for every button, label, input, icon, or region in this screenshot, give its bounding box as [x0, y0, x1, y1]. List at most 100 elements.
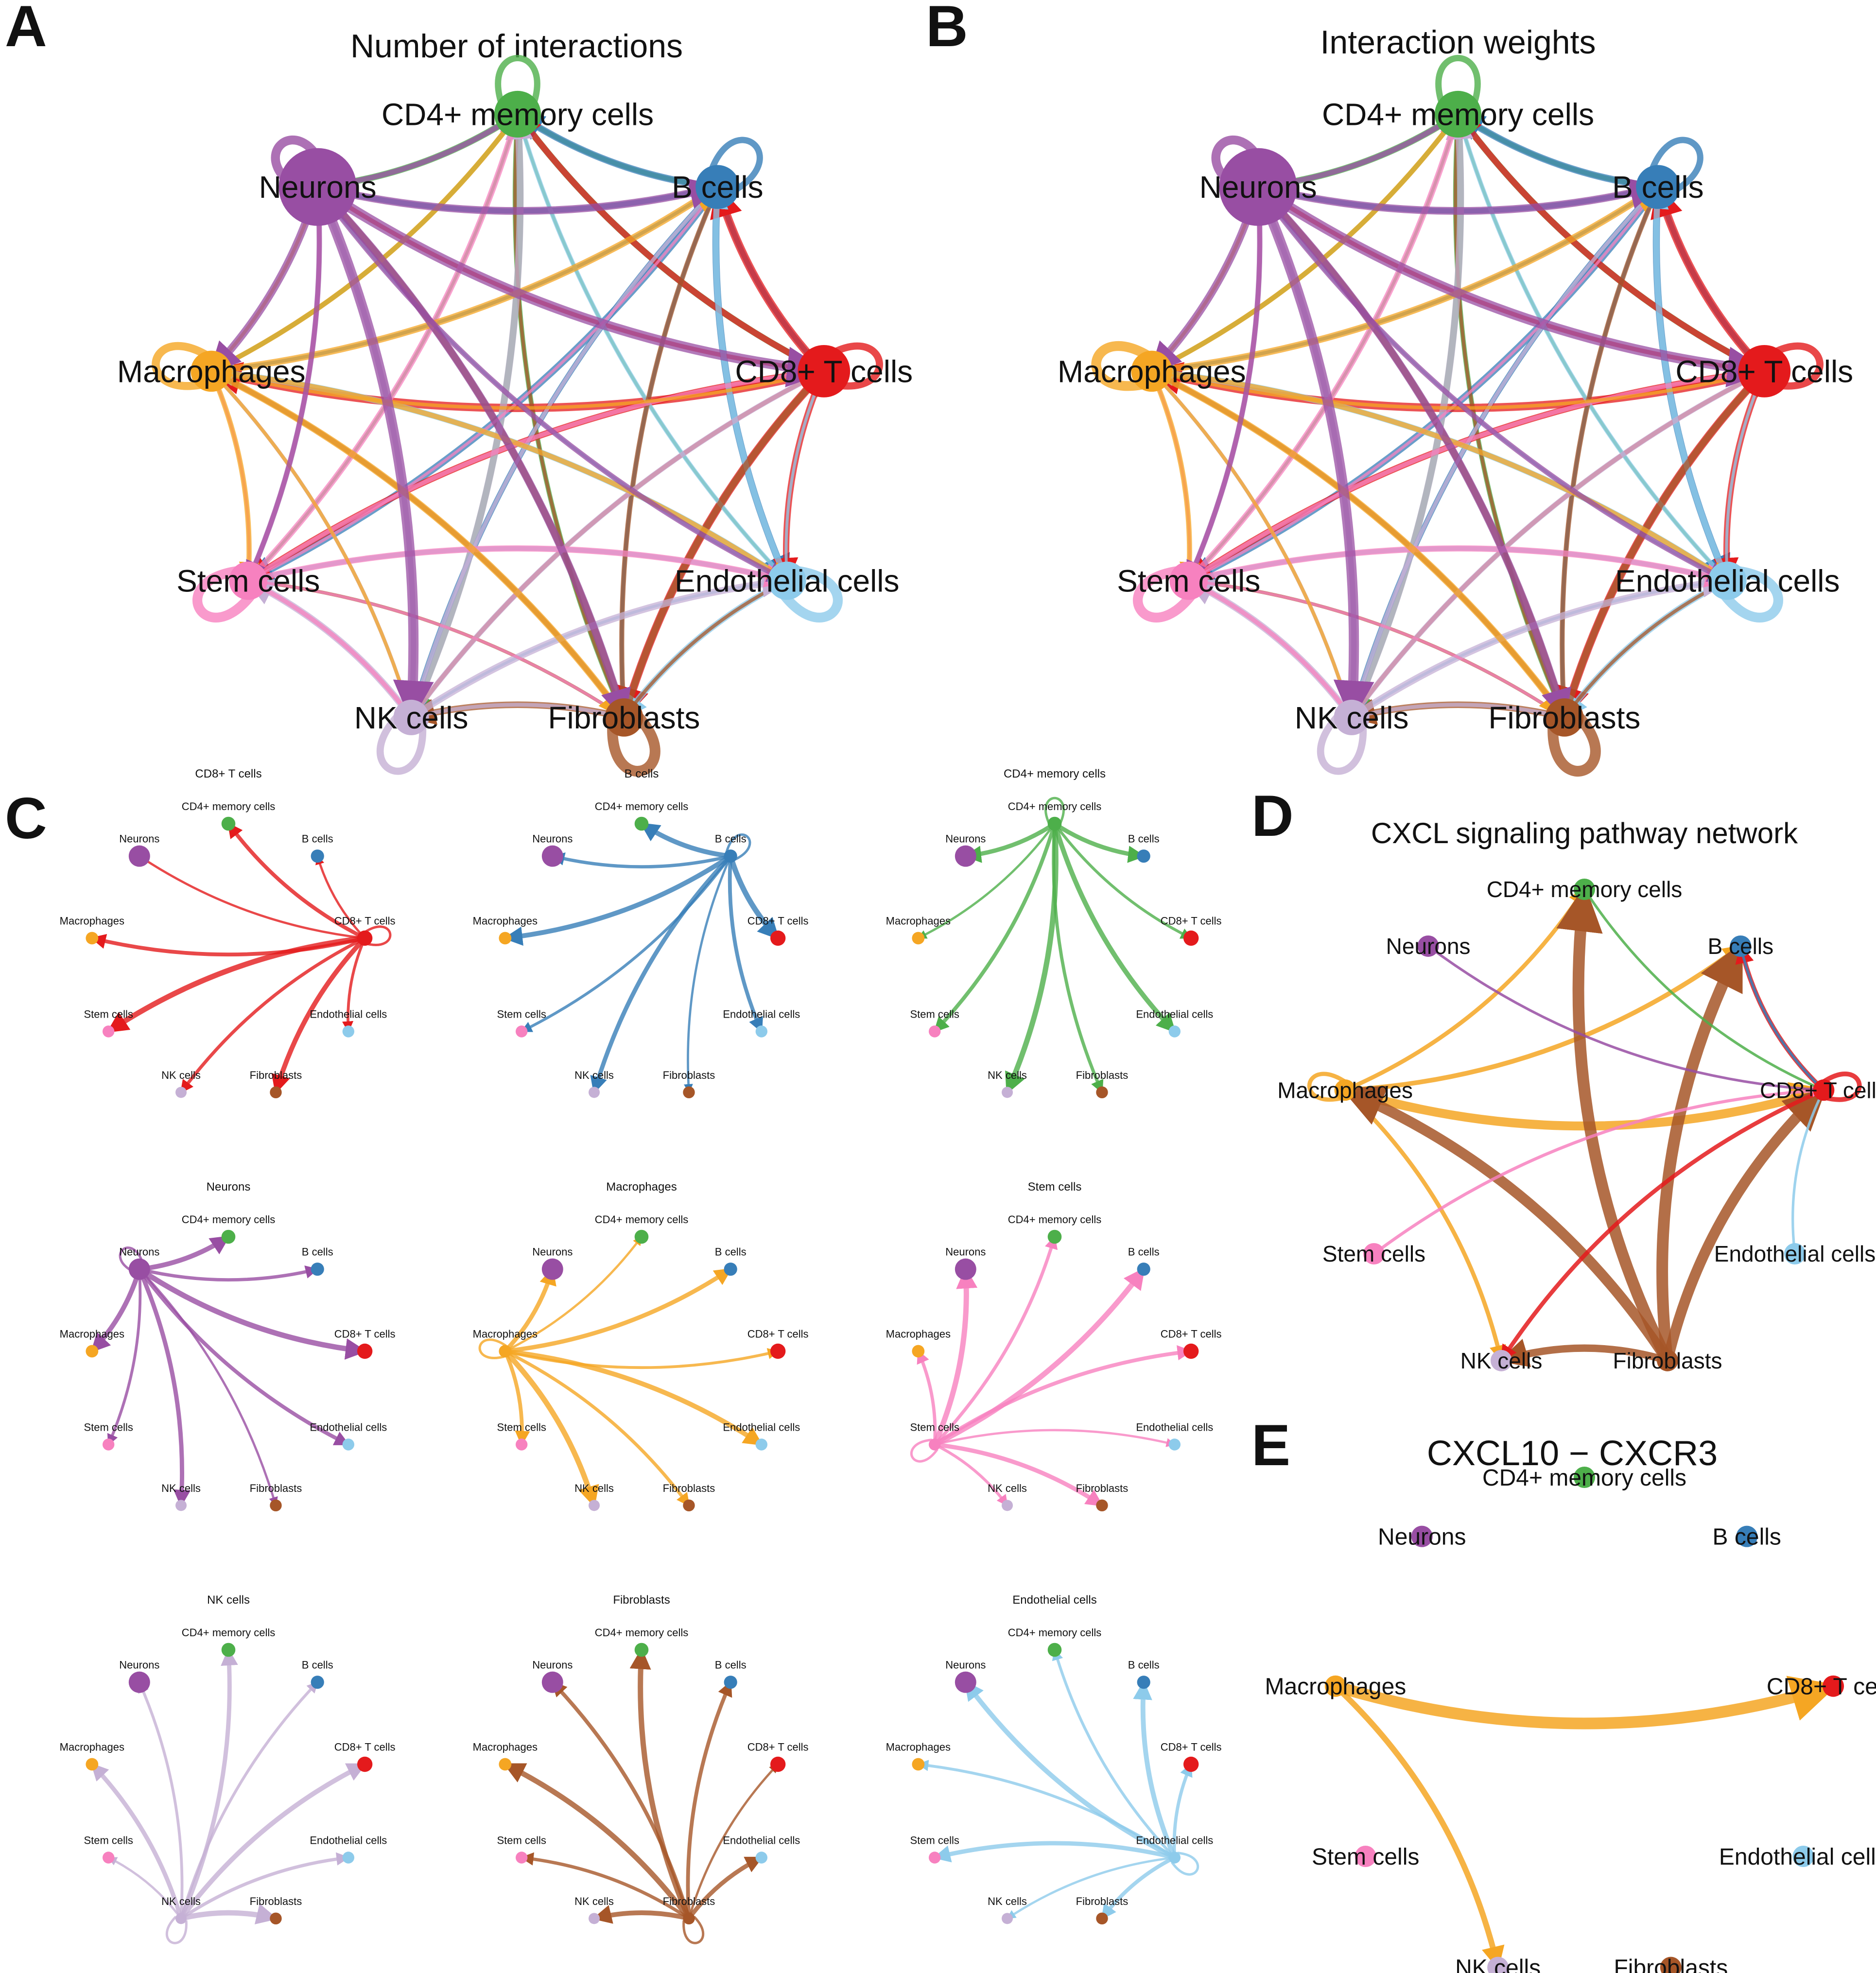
panel-d-edge-fibroblasts-to-nk-cells [1498, 1338, 1669, 1367]
panel-b-edge-neurons-to-nk-cells [1253, 185, 1374, 722]
panel-d-edge-b-cells-to-cd8-t-cells [1739, 946, 1825, 1091]
subplot-label-neurons: Neurons [945, 833, 986, 845]
panel-d-edge-stem-cells-to-cd8-t-cells [1373, 1084, 1825, 1255]
panel-d-edge-fibroblasts-to-cd8-t-cells [1662, 1086, 1827, 1362]
subplot-label-macrophages: Macrophages [886, 915, 951, 927]
panel-d-title: CXCL signaling pathway network [1371, 817, 1798, 849]
subplot-node-cd4-memory-cells [221, 816, 236, 831]
panel-e-edge-macrophages-to-cd8-t-cells [1334, 1676, 1838, 1730]
subplot-edge-neurons-to-nk-cells [137, 1268, 191, 1507]
panel-b-edge-stem-cells-to-nk-cells [1187, 578, 1354, 719]
panel-d-nodes [1334, 879, 1835, 1371]
panel-b-edge-nk-cells-to-fibroblasts [1351, 703, 1566, 722]
panel-a-edge-neurons-to-cd8-t-cells [314, 182, 828, 388]
subplot-label-endothelial-cells: Endothelial cells [310, 1421, 387, 1434]
subplot-self-loop-b-cells [725, 833, 751, 861]
subplot-label-neurons: Neurons [532, 833, 573, 845]
subplot-label-endothelial-cells: Endothelial cells [1136, 1421, 1213, 1434]
subplot-title-macrophages: Macrophages [606, 1180, 677, 1194]
panel-a-nodes [191, 90, 851, 737]
panel-a-node-endothelial-cells [767, 561, 806, 600]
subplot-node-cd8-t-cells [770, 1756, 786, 1772]
subplot-node-neurons [541, 1671, 563, 1693]
subplot-edge-endothelial-cells-to-stem-cells [933, 1841, 1175, 1863]
subplot-edge-nk-cells-to-stem-cells [107, 1856, 182, 1920]
subplot-edge-fibroblasts-to-macrophages [503, 1762, 691, 1921]
panel-b-edge-stem-cells-to-fibroblasts [1188, 579, 1565, 719]
subplot-node-nk-cells [175, 1500, 187, 1511]
subplot-label-fibroblasts: Fibroblasts [1076, 1895, 1129, 1907]
subplot-label-fibroblasts: Fibroblasts [663, 1069, 715, 1081]
subplot-node-macrophages [912, 932, 925, 945]
subplot-label-neurons: Neurons [119, 1659, 159, 1671]
subplot-label-cd4-memory-cells: CD4+ memory cells [595, 1627, 689, 1639]
subplot-edge-cd4-memory-cells-to-b-cells [1053, 822, 1146, 863]
panel-a-edge-nk-cells-to-fibroblasts [411, 703, 625, 722]
subplot-label-cd8-t-cells: CD8+ T cells [747, 915, 809, 927]
panel-b-self-loop-cd4-memory-cells [1435, 55, 1481, 116]
panel-b-edge-stem-cells-to-b-cells [1188, 186, 1659, 582]
subplot-edge-nk-cells-to-fibroblasts [180, 1904, 278, 1924]
panel-b-label-nk-cells: NK cells [1295, 700, 1409, 735]
subplot-edge-b-cells-to-nk-cells [590, 854, 732, 1094]
subplot-label-neurons: Neurons [945, 1246, 986, 1258]
panel-a-self-loop-macrophages [152, 342, 216, 390]
subplot-node-fibroblasts [270, 1912, 282, 1925]
subplot-self-loop-stem-cells [910, 1438, 938, 1463]
subplot-label-fibroblasts: Fibroblasts [1076, 1482, 1129, 1494]
subplot-edge-cd4-memory-cells-to-fibroblasts [1052, 823, 1104, 1094]
subplot-node-endothelial-cells [1168, 1438, 1181, 1451]
panel-b-label-macrophages: Macrophages [1058, 354, 1246, 389]
panel-d-edges [1307, 884, 1862, 1367]
subplot-self-loop-cd8-t-cells [363, 925, 392, 946]
panel-a-label-neurons: Neurons [259, 170, 377, 205]
subplot-node-cd4-memory-cells [1047, 1229, 1062, 1244]
subplot-edge-endothelial-cells-to-fibroblasts [1100, 1856, 1176, 1920]
subplot-edge-neurons-to-cd8-t-cells [138, 1267, 367, 1360]
panel-letter-d: D [1251, 783, 1294, 848]
panel-a-label-b-cells: B cells [672, 170, 764, 205]
subplot-node-fibroblasts [1096, 1499, 1108, 1512]
subplot-label-macrophages: Macrophages [473, 1741, 538, 1753]
subplot-self-loop-endothelial-cells [1171, 1852, 1199, 1876]
subplot-node-neurons [541, 1258, 563, 1280]
subplot-label-b-cells: B cells [302, 1246, 333, 1258]
subplot-label-b-cells: B cells [715, 833, 747, 845]
panel-e-label-macrophages: Macrophages [1265, 1674, 1406, 1700]
subplot-label-cd8-t-cells: CD8+ T cells [334, 1328, 396, 1340]
subplot-label-cd4-memory-cells: CD4+ memory cells [1008, 800, 1102, 813]
subplot-edge-b-cells-to-neurons [551, 852, 731, 869]
subplot-node-b-cells [724, 1676, 737, 1689]
panel-d-label-cd8-t-cells: CD8+ T cells [1760, 1077, 1876, 1103]
subplot-edge-nk-cells-to-b-cells [179, 1681, 319, 1919]
subplot-label-cd4-memory-cells: CD4+ memory cells [1008, 1213, 1102, 1226]
panel-a-label-nk-cells: NK cells [354, 700, 469, 735]
subplot-label-cd4-memory-cells: CD4+ memory cells [182, 1213, 276, 1226]
panel-b-edge-endothelial-cells-to-cd4-memory-cells [1454, 112, 1729, 583]
panel-b-nodes [1131, 90, 1791, 737]
panel-d-edge-cd8-t-cells-to-b-cells [1735, 944, 1825, 1092]
panel-a-edge-stem-cells-to-endothelial-cells [247, 545, 790, 588]
panel-b-label-neurons: Neurons [1199, 170, 1317, 205]
panel-a-label-cd8-t-cells: CD8+ T cells [735, 354, 913, 389]
panel-e-node-endothelial-cells [1792, 1846, 1814, 1867]
panel-a-edge-fibroblasts-to-b-cells [619, 185, 720, 718]
subplot-label-b-cells: B cells [715, 1659, 747, 1671]
panel-e-edge-macrophages-to-nk-cells [1333, 1684, 1505, 1970]
panel-a-edge-neurons-to-nk-cells [313, 185, 434, 722]
panel-a-edge-stem-cells-to-cd8-t-cells [247, 364, 826, 583]
panel-a-self-loop-b-cells [705, 137, 763, 198]
panel-d-label-fibroblasts: Fibroblasts [1613, 1348, 1722, 1373]
subplot-label-nk-cells: NK cells [988, 1069, 1027, 1081]
subplot-self-loop-cd4-memory-cells [1044, 796, 1065, 825]
subplot-label-fibroblasts: Fibroblasts [250, 1069, 302, 1081]
panel-b-self-loop-macrophages [1091, 341, 1157, 391]
subplot-edge-cd8-t-cells-to-neurons [139, 855, 365, 939]
panel-b-edge-stem-cells-to-cd8-t-cells [1187, 364, 1766, 583]
